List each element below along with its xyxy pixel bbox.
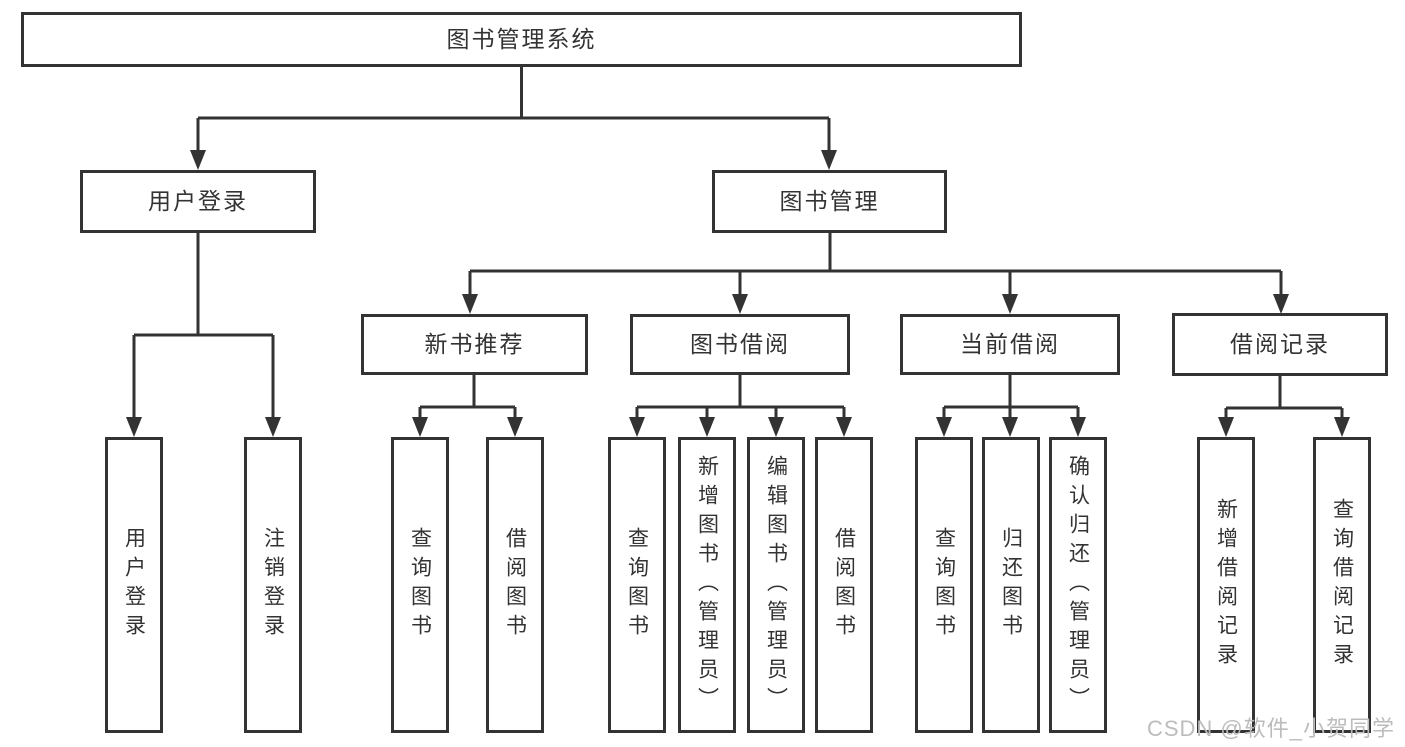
node-current-borrowing: 当前借阅: [900, 314, 1120, 375]
leaf-records-query-record: 查询借阅记录: [1313, 437, 1371, 733]
leaf-logout-login: 注销登录: [244, 437, 302, 733]
node-book-management: 图书管理: [712, 170, 947, 233]
node-root-system: 图书管理系统: [21, 12, 1022, 67]
leaf-borrowing-borrow-books: 借阅图书: [815, 437, 873, 733]
leaf-borrowing-edit-books-admin: 编辑图书（管理员）: [747, 437, 805, 733]
leaf-borrowing-query-books: 查询图书: [608, 437, 666, 733]
leaf-current-confirm-return-admin: 确认归还（管理员）: [1049, 437, 1107, 733]
arrowheads: [126, 150, 1350, 437]
node-book-borrowing: 图书借阅: [630, 314, 850, 375]
leaf-newbook-borrow-books: 借阅图书: [486, 437, 544, 733]
leaf-newbook-query-books: 查询图书: [391, 437, 449, 733]
node-new-book-recommend: 新书推荐: [361, 314, 588, 375]
tree-edges: [132, 67, 1344, 419]
node-user-login: 用户登录: [80, 170, 316, 233]
leaf-user-login: 用户登录: [105, 437, 163, 733]
node-borrowing-records: 借阅记录: [1172, 313, 1388, 376]
csdn-watermark: CSDN @软件_小贺同学: [1146, 716, 1395, 741]
leaf-records-add-record: 新增借阅记录: [1197, 437, 1255, 733]
leaf-borrowing-add-books-admin: 新增图书（管理员）: [678, 437, 736, 733]
leaf-current-query-books: 查询图书: [915, 437, 973, 733]
leaf-current-return-books: 归还图书: [982, 437, 1040, 733]
